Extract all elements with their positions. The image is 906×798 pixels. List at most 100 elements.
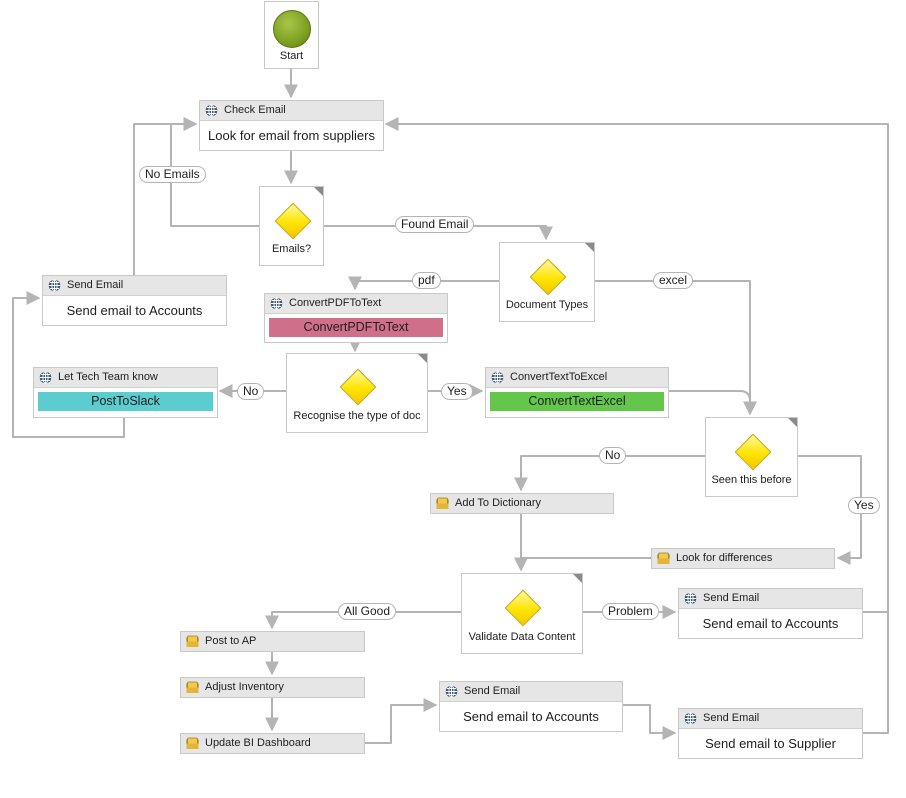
edge-bi-to-email [364, 698, 438, 744]
globe-icon [205, 104, 218, 117]
node-header: Check Email [200, 101, 383, 121]
decision-label: Recognise the type of doc [293, 410, 421, 422]
corner-marker-icon [573, 574, 582, 583]
seen-before-decision[interactable]: Seen this before [705, 417, 798, 497]
add-dictionary-node[interactable]: Add To Dictionary [430, 493, 614, 514]
globe-icon [684, 592, 697, 605]
node-title: Check Email [224, 104, 286, 116]
validate-decision[interactable]: Validate Data Content [461, 573, 583, 654]
node-header: Send Email [43, 276, 226, 296]
convert-excel-node[interactable]: ConvertTextToExcel ConvertTextExcel [485, 367, 669, 418]
document-types-decision[interactable]: Document Types [499, 242, 595, 322]
folder-icon [186, 737, 199, 749]
send-email-accounts-problem-node[interactable]: Send Email Send email to Accounts [678, 588, 863, 639]
node-header: Post to AP [181, 632, 364, 651]
decision-diamond-icon [734, 433, 772, 471]
tech-team-node[interactable]: Let Tech Team know PostToSlack [33, 367, 218, 418]
convert-pdf-node[interactable]: ConvertPDFToText ConvertPDFToText [264, 293, 448, 343]
send-email-supplier-node[interactable]: Send Email Send email to Supplier [678, 708, 863, 759]
edge-label-excel: excel [653, 272, 694, 289]
folder-icon [657, 552, 670, 564]
globe-icon [491, 371, 504, 384]
node-title: Adjust Inventory [205, 681, 284, 693]
adjust-inventory-node[interactable]: Adjust Inventory [180, 677, 365, 698]
node-title: Update BI Dashboard [205, 737, 311, 749]
start-node[interactable]: Start [264, 1, 319, 69]
node-title: Post to AP [205, 635, 257, 647]
node-body: Send email to Accounts [66, 303, 203, 318]
folder-icon [436, 497, 449, 509]
node-body: Look for email from suppliers [208, 128, 375, 143]
node-header: Update BI Dashboard [181, 734, 364, 753]
decision-label: Validate Data Content [468, 631, 576, 643]
decision-diamond-icon [339, 368, 377, 406]
decision-diamond-icon [504, 589, 542, 627]
node-header: Look for differences [652, 549, 834, 568]
decision-label: Seen this before [711, 474, 792, 486]
node-header: Send Email [440, 682, 622, 702]
recognise-decision[interactable]: Recognise the type of doc [286, 353, 428, 433]
convert-text-excel-bar: ConvertTextExcel [490, 392, 664, 411]
node-title: Send Email [464, 685, 521, 697]
post-to-slack-bar: PostToSlack [38, 392, 213, 411]
globe-icon [48, 279, 61, 292]
check-email-node[interactable]: Check Email Look for email from supplier… [199, 100, 384, 151]
decision-label: Emails? [271, 243, 312, 255]
node-title: Add To Dictionary [455, 497, 542, 509]
edge-label-no-emails: No Emails [139, 166, 206, 183]
edge-sendemail-left-to-check [133, 117, 198, 275]
corner-marker-icon [418, 354, 427, 363]
edge-label-pdf: pdf [412, 272, 441, 289]
start-circle-icon [273, 10, 311, 48]
globe-icon [39, 371, 52, 384]
node-body: Send email to Accounts [702, 616, 839, 631]
node-header: Send Email [679, 709, 862, 729]
globe-icon [270, 297, 283, 310]
edge-label-all-good: All Good [338, 603, 397, 620]
node-title: ConvertPDFToText [289, 297, 382, 309]
look-differences-node[interactable]: Look for differences [651, 548, 835, 569]
decision-diamond-icon [274, 202, 312, 240]
decision-label: Document Types [505, 299, 589, 311]
edge-label-seen-no: No [599, 447, 627, 464]
corner-marker-icon [585, 243, 594, 252]
edge-email-to-supplier [622, 704, 677, 740]
folder-icon [186, 635, 199, 647]
edge-label-recognise-no: No [237, 383, 265, 400]
node-header: Let Tech Team know [34, 368, 217, 388]
node-body: Send email to Accounts [463, 709, 599, 724]
node-header: ConvertPDFToText [265, 294, 447, 314]
emails-decision[interactable]: Emails? [259, 186, 324, 266]
globe-icon [445, 685, 458, 698]
node-header: Send Email [679, 589, 862, 609]
corner-marker-icon [314, 187, 323, 196]
edge-convertexcel-to-seen [668, 390, 757, 416]
node-title: Send Email [67, 279, 124, 291]
send-email-accounts-left-node[interactable]: Send Email Send email to Accounts [42, 275, 227, 326]
globe-icon [684, 712, 697, 725]
node-title: Send Email [703, 592, 760, 604]
edge-label-problem: Problem [602, 603, 659, 620]
node-title: Look for differences [676, 552, 773, 564]
node-body: Send email to Supplier [705, 736, 836, 751]
convert-pdf-bar: ConvertPDFToText [269, 318, 443, 337]
update-bi-node[interactable]: Update BI Dashboard [180, 733, 365, 754]
corner-marker-icon [788, 418, 797, 427]
folder-icon [186, 681, 199, 693]
edge-techteam-loop [12, 291, 125, 438]
start-label: Start [279, 50, 304, 62]
edge-differences-to-validate [514, 557, 651, 572]
node-header: Add To Dictionary [431, 494, 613, 513]
edge-excel [594, 280, 757, 416]
edge-all-good [265, 611, 461, 630]
node-header: ConvertTextToExcel [486, 368, 668, 388]
post-ap-node[interactable]: Post to AP [180, 631, 365, 652]
node-header: Adjust Inventory [181, 678, 364, 697]
decision-diamond-icon [529, 258, 567, 296]
edge-seen-no [514, 455, 705, 492]
edge-supplier-to-check [862, 124, 889, 734]
node-title: Let Tech Team know [58, 371, 158, 383]
send-email-accounts-bottom-node[interactable]: Send Email Send email to Accounts [439, 681, 623, 732]
edge-label-recognise-yes: Yes [441, 383, 473, 400]
